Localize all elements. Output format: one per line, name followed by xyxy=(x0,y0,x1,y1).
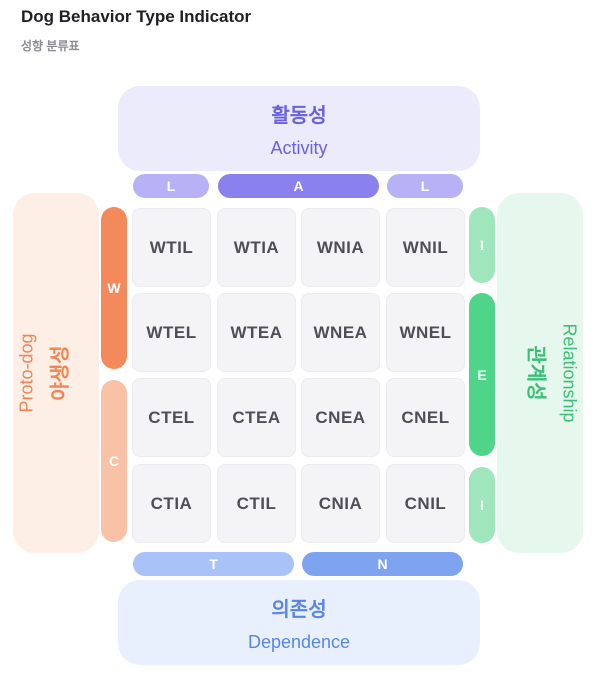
activity-panel: 활동성 Activity xyxy=(118,86,480,171)
top-label-a: A xyxy=(218,174,379,198)
bottom-label-n: N xyxy=(302,552,463,576)
activity-title-ko: 활동성 xyxy=(271,104,327,127)
type-cell-ctea: CTEA xyxy=(217,378,296,457)
type-cell-cnil: CNIL xyxy=(386,464,465,543)
page-title: Dog Behavior Type Indicator xyxy=(21,7,252,26)
proto-dog-panel: Proto-dog 야생성 xyxy=(13,193,99,553)
right-label-i-bottom: I xyxy=(469,467,495,543)
type-cell-wnia: WNIA xyxy=(301,208,380,287)
top-label-l-left: L xyxy=(133,174,209,198)
type-cell-wnea: WNEA xyxy=(301,293,380,372)
type-cell-wnil: WNIL xyxy=(386,208,465,287)
type-cell-cnia: CNIA xyxy=(301,464,380,543)
left-label-w: W xyxy=(101,207,127,369)
relationship-title-ko: 관계성 xyxy=(525,345,547,401)
type-cell-ctil: CTIL xyxy=(217,464,296,543)
type-cell-wtil: WTIL xyxy=(132,208,211,287)
type-cell-ctia: CTIA xyxy=(132,464,211,543)
type-cell-ctel: CTEL xyxy=(132,378,211,457)
relationship-panel: Relationship 관계성 xyxy=(497,193,583,553)
type-cell-wtia: WTIA xyxy=(217,208,296,287)
type-cell-cnel: CNEL xyxy=(386,378,465,457)
right-label-e: E xyxy=(469,293,495,456)
page-subtitle: 성향 분류표 xyxy=(21,39,80,53)
proto-dog-title-en: Proto-dog xyxy=(17,333,37,413)
bottom-label-t: T xyxy=(133,552,294,576)
proto-dog-title-ko: 야생성 xyxy=(50,345,72,401)
dependence-title-en: Dependence xyxy=(247,631,351,652)
top-label-l-right: L xyxy=(387,174,463,198)
relationship-title-en: Relationship xyxy=(560,323,580,423)
type-cell-wnel: WNEL xyxy=(386,293,465,372)
dependence-panel: 의존성 Dependence xyxy=(118,580,480,665)
type-cell-wtel: WTEL xyxy=(132,293,211,372)
type-cell-cnea: CNEA xyxy=(301,378,380,457)
left-label-c: C xyxy=(101,380,127,542)
dependence-title-ko: 의존성 xyxy=(271,598,327,621)
type-cell-wtea: WTEA xyxy=(217,293,296,372)
right-label-i-top: I xyxy=(469,207,495,283)
activity-title-en: Activity xyxy=(270,137,328,158)
